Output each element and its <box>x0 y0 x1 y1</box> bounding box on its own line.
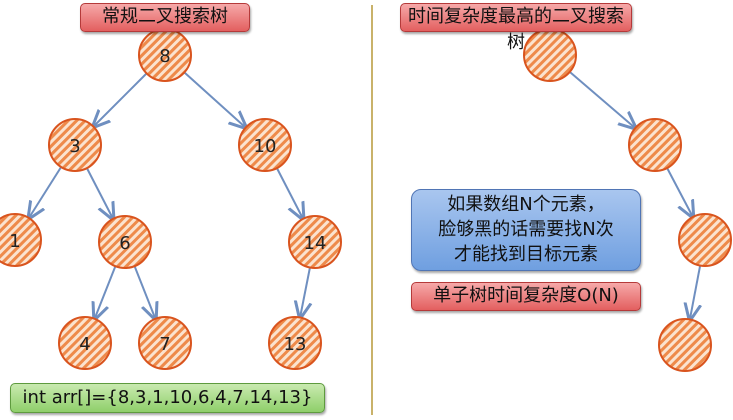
edge-arrow <box>666 167 693 217</box>
edge-arrow <box>569 71 636 128</box>
tree-node: 6 <box>98 215 152 269</box>
edge-arrow <box>29 166 62 218</box>
note-line: 脸够黑的话需要找N次 <box>438 219 614 240</box>
tree-node <box>628 118 682 172</box>
edge-arrow <box>300 267 310 318</box>
node-label: 1 <box>9 231 20 252</box>
node-label: 10 <box>254 136 277 157</box>
node-circle <box>678 213 732 267</box>
node-circle <box>98 215 152 269</box>
node-label: 14 <box>304 233 327 254</box>
edge-arrow <box>86 167 113 219</box>
node-label: 6 <box>119 233 130 254</box>
left-title: 常规二叉搜索树 <box>80 3 250 32</box>
tree-node <box>678 213 732 267</box>
node-label: 7 <box>159 334 170 355</box>
node-circle <box>268 316 322 370</box>
note-box: 如果数组N个元素， 脸够黑的话需要找N次 才能找到目标元素 <box>411 189 641 271</box>
edge-arrow <box>690 265 700 320</box>
array-label: int arr[]={8,3,1,10,6,4,7,14,13} <box>10 383 325 413</box>
node-circle <box>523 28 577 82</box>
complexity-label: 单子树时间复杂度O(N) <box>411 282 641 311</box>
tree-node <box>658 318 712 372</box>
edge-arrow <box>183 71 245 127</box>
tree-node: 14 <box>288 215 342 269</box>
node-circle <box>138 316 192 370</box>
node-circle <box>0 213 42 267</box>
tree-node: 10 <box>238 118 292 172</box>
tree-node: 7 <box>138 316 192 370</box>
node-circle <box>658 318 712 372</box>
edge-arrow <box>133 265 156 319</box>
node-label: 4 <box>79 334 90 355</box>
right-title: 时间复杂度最高的二叉搜索树 <box>400 3 632 53</box>
tree-node <box>523 28 577 82</box>
note-line: 如果数组N个元素， <box>447 194 605 215</box>
node-circle <box>58 316 112 370</box>
node-label: 8 <box>159 46 170 67</box>
node-circle <box>628 118 682 172</box>
node-circle <box>48 118 102 172</box>
tree-node: 3 <box>48 118 102 172</box>
tree-node: 13 <box>268 316 322 370</box>
edge-arrow <box>276 167 303 219</box>
node-circle <box>288 215 342 269</box>
edge-arrow <box>93 72 148 126</box>
node-label: 13 <box>284 334 307 355</box>
tree-node: 1 <box>0 213 42 267</box>
tree-node: 8 <box>138 28 192 82</box>
tree-node: 4 <box>58 316 112 370</box>
node-circle <box>238 118 292 172</box>
node-label: 3 <box>69 136 80 157</box>
note-line: 才能找到目标元素 <box>454 244 598 265</box>
edge-arrow <box>95 265 117 319</box>
